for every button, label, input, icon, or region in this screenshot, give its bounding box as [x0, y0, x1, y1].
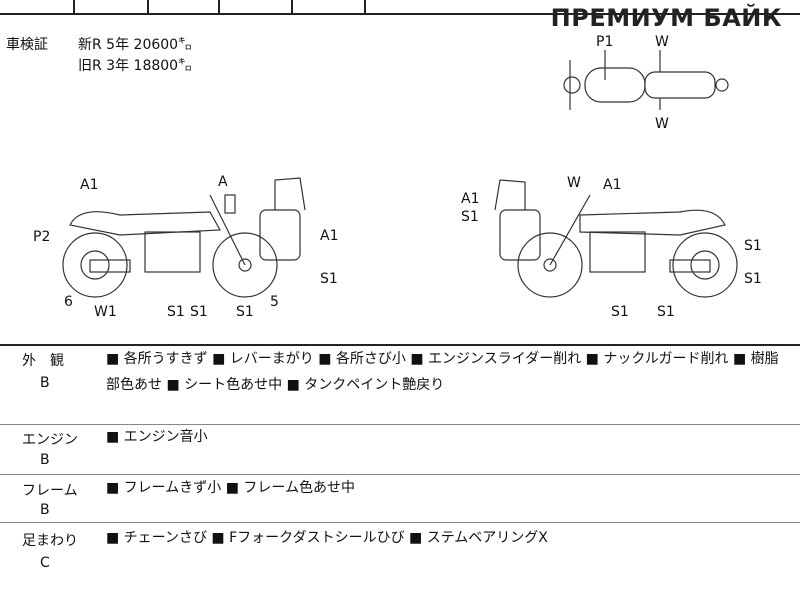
section-label: フレーム: [22, 483, 78, 499]
label: S1: [744, 271, 762, 287]
label: P2: [33, 229, 51, 245]
label: S1: [657, 304, 675, 320]
label-w: W: [655, 116, 669, 132]
inspection-label: 車検証: [6, 37, 48, 53]
motorcycle-right-view: [494, 179, 738, 298]
section-grade: B: [40, 375, 50, 391]
label-w: W: [655, 34, 669, 50]
inspection-new: 新R 5年 20600㌔: [78, 37, 193, 53]
label: S1: [461, 209, 479, 225]
label: 6: [64, 294, 73, 310]
section-label: エンジン: [22, 432, 78, 448]
label: S1: [190, 304, 208, 320]
label: S1: [611, 304, 629, 320]
label: A1: [80, 177, 99, 193]
section-text: ■ チェーンさび ■ Fフォークダストシールひび ■ ステムベアリングX: [106, 530, 548, 546]
section-label: 外 観: [22, 353, 64, 369]
cell-divider: [291, 0, 293, 14]
label: 5: [270, 294, 279, 310]
label: S1: [236, 304, 254, 320]
section-text: ■ フレームきず小 ■ フレーム色あせ中: [106, 480, 355, 496]
divider: [0, 424, 800, 425]
section-grade: C: [40, 555, 50, 571]
label: S1: [167, 304, 185, 320]
divider: [0, 474, 800, 475]
divider: [0, 522, 800, 523]
section-grade: B: [40, 452, 50, 468]
divider: [0, 13, 800, 15]
label: A1: [603, 177, 622, 193]
label: W1: [94, 304, 117, 320]
motorcycle-left-view: [62, 177, 306, 298]
motorcycle-top-view: [563, 50, 729, 110]
cell-divider: [364, 0, 366, 14]
section-text: ■ 各所うすきず ■ レバーまがり ■ 各所さび小 ■ エンジンスライダー削れ …: [106, 351, 779, 393]
cell-divider: [147, 0, 149, 14]
section-text: ■ エンジン音小: [106, 429, 208, 445]
label-p1: P1: [596, 34, 614, 50]
label: A: [218, 174, 228, 190]
brand-watermark: ПРЕМИУМ БАЙК: [550, 4, 782, 32]
label: W: [567, 175, 581, 191]
label: A1: [320, 228, 339, 244]
cell-divider: [218, 0, 220, 14]
label: A1: [461, 191, 480, 207]
label: S1: [744, 238, 762, 254]
divider: [0, 344, 800, 346]
cell-divider: [73, 0, 75, 14]
label: S1: [320, 271, 338, 287]
inspection-old: 旧R 3年 18800㌔: [78, 58, 193, 74]
section-grade: B: [40, 502, 50, 518]
section-label: 足まわり: [22, 533, 78, 549]
